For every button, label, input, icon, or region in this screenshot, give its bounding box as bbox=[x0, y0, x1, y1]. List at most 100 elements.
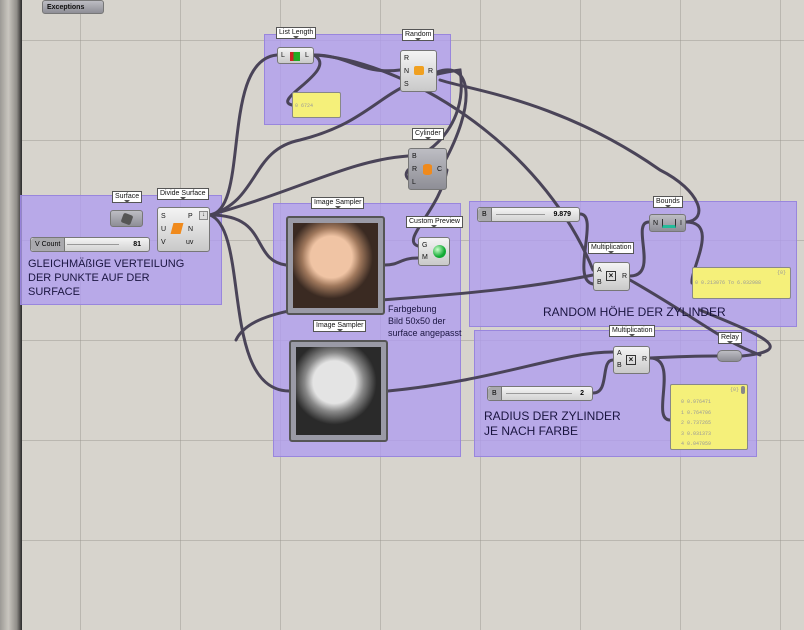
bounds-panel[interactable]: {0} 0 0.213076 To 6.032988 bbox=[692, 267, 791, 299]
radius-note: RADIUS DER ZYLINDER JE NACH FARBE bbox=[484, 409, 621, 438]
panel-row: 4 0.047059 bbox=[681, 441, 712, 447]
input-r[interactable]: R bbox=[404, 55, 410, 62]
wire bbox=[591, 358, 615, 395]
custom-preview-label: Custom Preview bbox=[406, 216, 463, 228]
image-sampler-gray[interactable] bbox=[289, 340, 388, 442]
output-r[interactable]: R bbox=[428, 68, 434, 75]
slider-name: V Count bbox=[31, 238, 66, 251]
radius-slider[interactable]: B 2 bbox=[487, 386, 593, 401]
slider-name: B bbox=[478, 208, 492, 221]
image-sampler-color[interactable] bbox=[286, 216, 385, 315]
wire bbox=[648, 354, 719, 360]
v-count-slider[interactable]: V Count 81 bbox=[30, 237, 150, 252]
panel-value: 0 6724 bbox=[295, 103, 314, 109]
list-length-label: List Length bbox=[276, 27, 317, 39]
slider-name: B bbox=[488, 387, 502, 400]
wire bbox=[628, 278, 762, 357]
output-r[interactable]: R bbox=[622, 273, 628, 280]
input-u[interactable]: U bbox=[161, 226, 167, 233]
random-label: Random bbox=[402, 29, 435, 41]
input-b[interactable]: B bbox=[597, 279, 602, 286]
wire bbox=[698, 308, 772, 358]
graft-icon: ↓ bbox=[199, 211, 208, 220]
surface-label: Surface bbox=[112, 191, 143, 203]
slider-value: 2 bbox=[580, 390, 584, 397]
input-l[interactable]: L bbox=[281, 52, 285, 59]
exceptions-label: Exceptions bbox=[47, 4, 85, 11]
input-s[interactable]: S bbox=[404, 81, 409, 88]
random-component[interactable]: R N S R bbox=[400, 50, 437, 92]
input-v[interactable]: V bbox=[161, 239, 166, 246]
multiplication-2-component[interactable]: A B × R bbox=[613, 346, 650, 374]
divide-surface-label: Divide Surface bbox=[157, 188, 209, 200]
divide-surface-component[interactable]: S U V P N uv ↓ bbox=[157, 207, 210, 252]
wire bbox=[208, 53, 279, 217]
radius-panel[interactable]: {0} 0 0.976471 1 0.764706 2 0.737265 3 0… bbox=[670, 384, 748, 450]
multiply-icon: × bbox=[606, 271, 616, 281]
bar-chart-icon bbox=[290, 52, 300, 61]
multiply-icon: × bbox=[626, 355, 636, 365]
random-height-note: RANDOM HÖHE DER ZYLINDER bbox=[543, 305, 726, 319]
input-g[interactable]: G bbox=[422, 242, 428, 249]
relay-component[interactable] bbox=[717, 350, 742, 362]
sphere-preview-icon bbox=[433, 245, 446, 258]
output-p[interactable]: P bbox=[188, 213, 193, 220]
group-random-height[interactable] bbox=[469, 201, 797, 327]
output-c[interactable]: C bbox=[437, 166, 443, 173]
wire bbox=[628, 220, 651, 278]
input-n[interactable]: N bbox=[653, 220, 659, 227]
output-n[interactable]: N bbox=[188, 226, 194, 233]
wire bbox=[208, 213, 288, 267]
image-note: Farbgebung Bild 50x50 der surface angepa… bbox=[388, 304, 462, 338]
image-sampler-gray-label: Image Sampler bbox=[313, 320, 367, 332]
surface-param[interactable] bbox=[110, 210, 143, 227]
wire bbox=[648, 356, 672, 422]
exceptions-component[interactable]: Exceptions bbox=[42, 0, 104, 14]
color-photo-preview bbox=[293, 223, 378, 308]
input-s[interactable]: S bbox=[161, 213, 166, 220]
input-b[interactable]: B bbox=[412, 153, 417, 160]
panel-header: {0} bbox=[729, 387, 739, 393]
list-length-panel[interactable]: 0 6724 bbox=[292, 92, 341, 118]
custom-preview-component[interactable]: G M bbox=[418, 237, 450, 266]
cylinder-component[interactable]: B R L C bbox=[408, 148, 447, 190]
input-l[interactable]: L bbox=[412, 179, 416, 186]
panel-value: 0 0.213076 To 6.032988 bbox=[695, 280, 762, 286]
slider-value: 81 bbox=[133, 241, 141, 248]
cylinder-icon bbox=[423, 164, 432, 175]
bounds-component[interactable]: N I bbox=[649, 214, 686, 232]
wire bbox=[383, 256, 420, 267]
cylinder-label: Cylinder bbox=[412, 128, 444, 140]
slider-value: 9.879 bbox=[553, 211, 571, 218]
panel-row: 1 0.764706 bbox=[681, 409, 712, 416]
wire bbox=[386, 350, 615, 393]
wire bbox=[208, 68, 463, 217]
input-n[interactable]: N bbox=[404, 68, 410, 75]
output-i[interactable]: I bbox=[680, 220, 682, 227]
output-uv[interactable]: uv bbox=[186, 239, 194, 246]
wire bbox=[438, 78, 701, 224]
input-r[interactable]: R bbox=[412, 166, 418, 173]
height-slider[interactable]: B 9.879 bbox=[477, 207, 580, 222]
bounds-icon bbox=[662, 219, 676, 228]
wire bbox=[286, 53, 322, 107]
image-sampler-color-label: Image Sampler bbox=[311, 197, 365, 209]
panel-row: 3 0.031373 bbox=[681, 430, 712, 437]
wire bbox=[208, 213, 291, 393]
output-l[interactable]: L bbox=[305, 52, 309, 59]
multiplication-1-component[interactable]: A B × R bbox=[593, 262, 630, 291]
input-m[interactable]: M bbox=[422, 254, 428, 261]
input-a[interactable]: A bbox=[597, 267, 602, 274]
wire bbox=[208, 154, 410, 217]
surface-note: GLEICHMÄßIGE VERTEILUNG DER PUNKTE AUF D… bbox=[28, 258, 185, 298]
dice-icon bbox=[414, 66, 424, 75]
relay-label: Relay bbox=[718, 332, 742, 344]
input-a[interactable]: A bbox=[617, 350, 622, 357]
multiplication-1-label: Multiplication bbox=[588, 242, 635, 254]
output-r[interactable]: R bbox=[642, 356, 648, 363]
input-b[interactable]: B bbox=[617, 362, 622, 369]
list-length-component[interactable]: L L bbox=[277, 47, 314, 64]
multiplication-2-label: Multiplication bbox=[609, 325, 656, 337]
panel-scrollbar[interactable] bbox=[741, 386, 745, 394]
